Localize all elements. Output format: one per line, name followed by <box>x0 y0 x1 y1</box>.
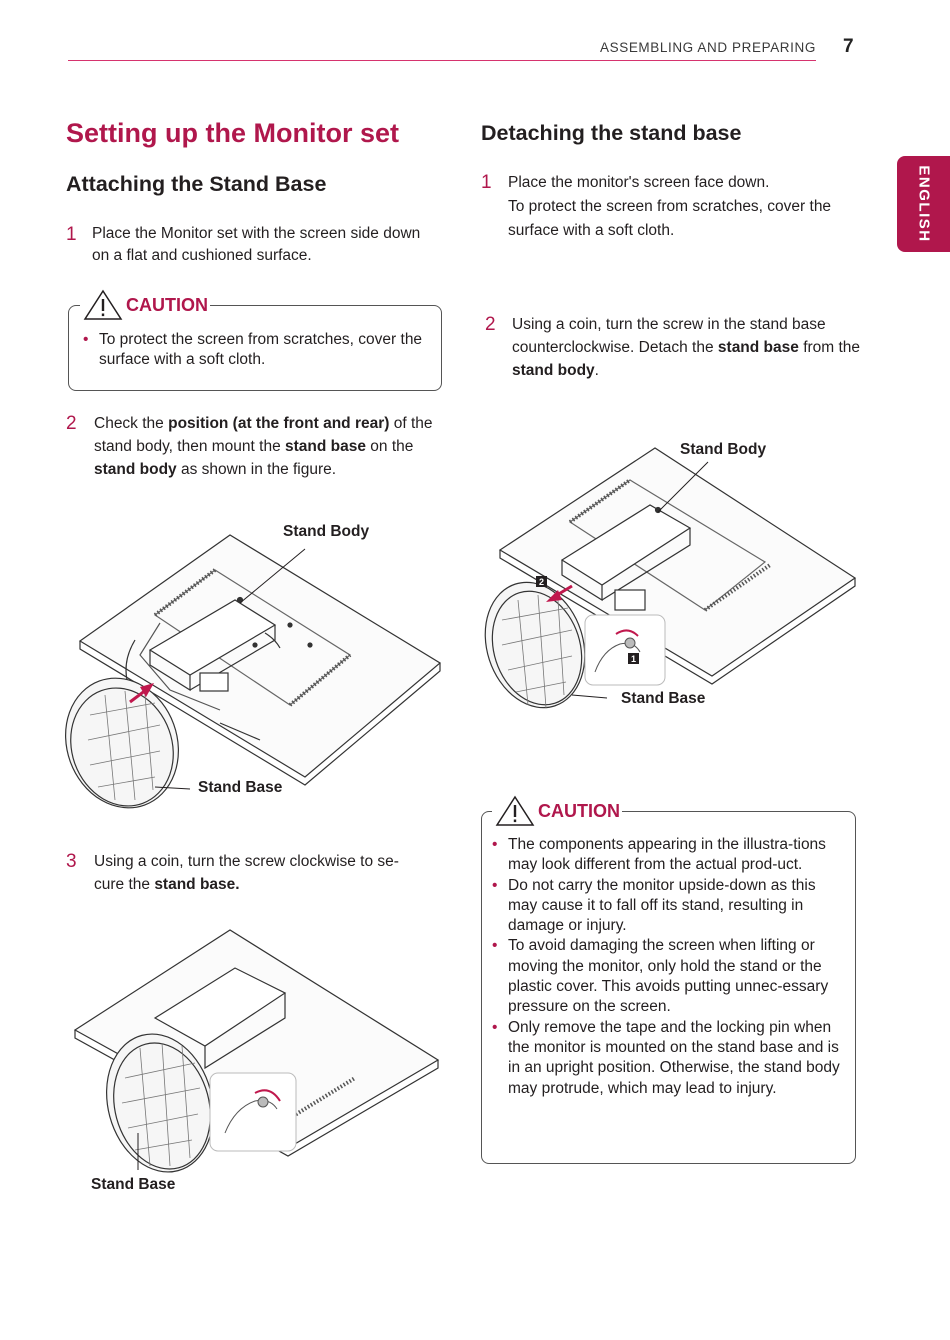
step-marker-2 <box>536 576 547 587</box>
figure-secure-stand-base <box>73 929 440 1173</box>
figure-attach-stand-base <box>65 534 442 809</box>
inset-detail-box <box>584 614 666 686</box>
step-number: 1 <box>66 224 77 245</box>
step-number: 2 <box>485 314 496 335</box>
rotate-arrow-icon <box>254 1089 281 1102</box>
page-number: 7 <box>843 36 854 57</box>
step-text: Using a coin, turn the screw in the stan… <box>512 316 861 379</box>
page-title: Setting up the Monitor set <box>66 118 399 148</box>
figure-detach-stand-base: 2 1 <box>484 447 857 709</box>
language-tab: ENGLISH <box>897 156 950 252</box>
step-marker-2-label: 2 <box>539 577 544 587</box>
caution-item: Only remove the tape and the locking pin… <box>492 1018 842 1099</box>
leader-line <box>154 786 191 790</box>
caution-label: CAUTION <box>126 294 208 315</box>
step-marker-1-label: 1 <box>631 654 636 664</box>
caution-item: To protect the screen from scratches, co… <box>83 330 428 371</box>
caution-label: CAUTION <box>538 800 620 821</box>
leader-line <box>239 548 306 604</box>
leader-line <box>571 694 608 699</box>
arrow-head-icon <box>140 683 154 697</box>
caution-header: CAUTION <box>80 288 210 322</box>
rotate-arrow-icon <box>615 629 639 637</box>
step-text: Place the monitor's screen face down. To… <box>508 174 832 239</box>
caution-item: Do not carry the monitor upside-down as … <box>492 876 842 937</box>
caution-list: The components appearing in the illustra… <box>492 835 842 1099</box>
caution-list: To protect the screen from scratches, co… <box>83 330 428 371</box>
step-marker-1 <box>628 653 639 664</box>
figure-label-stand-base: Stand Base <box>198 779 283 796</box>
section-heading-detach: Detaching the stand base <box>481 121 742 145</box>
caution-box <box>68 305 442 391</box>
caution-item: The components appearing in the illustra… <box>492 835 842 876</box>
step-number: 1 <box>481 172 492 193</box>
step-number: 3 <box>66 851 77 872</box>
step-number: 2 <box>66 413 77 434</box>
header-rule <box>68 60 816 61</box>
step-text: Place the Monitor set with the screen si… <box>92 225 421 264</box>
section-heading-attach: Attaching the Stand Base <box>66 172 327 196</box>
warning-triangle-icon <box>83 289 123 320</box>
figure-label-stand-base: Stand Base <box>621 690 706 707</box>
step-text: Using a coin, turn the screw clockwise t… <box>94 853 399 893</box>
warning-triangle-icon <box>495 795 535 826</box>
leader-line <box>657 461 709 513</box>
step-text: Check the position (at the front and rea… <box>94 415 433 478</box>
running-header: ASSEMBLING AND PREPARING <box>600 40 816 55</box>
arrow-head-icon <box>546 590 562 602</box>
figure-label-stand-body: Stand Body <box>283 523 370 540</box>
language-tab-label: ENGLISH <box>915 165 932 243</box>
caution-header: CAUTION <box>492 794 622 828</box>
caution-box <box>481 811 856 1164</box>
inset-detail-box <box>209 1072 297 1152</box>
figure-label-stand-base: Stand Base <box>91 1176 176 1193</box>
caution-item: To avoid damaging the screen when liftin… <box>492 936 842 1017</box>
figure-label-stand-body: Stand Body <box>680 441 767 458</box>
